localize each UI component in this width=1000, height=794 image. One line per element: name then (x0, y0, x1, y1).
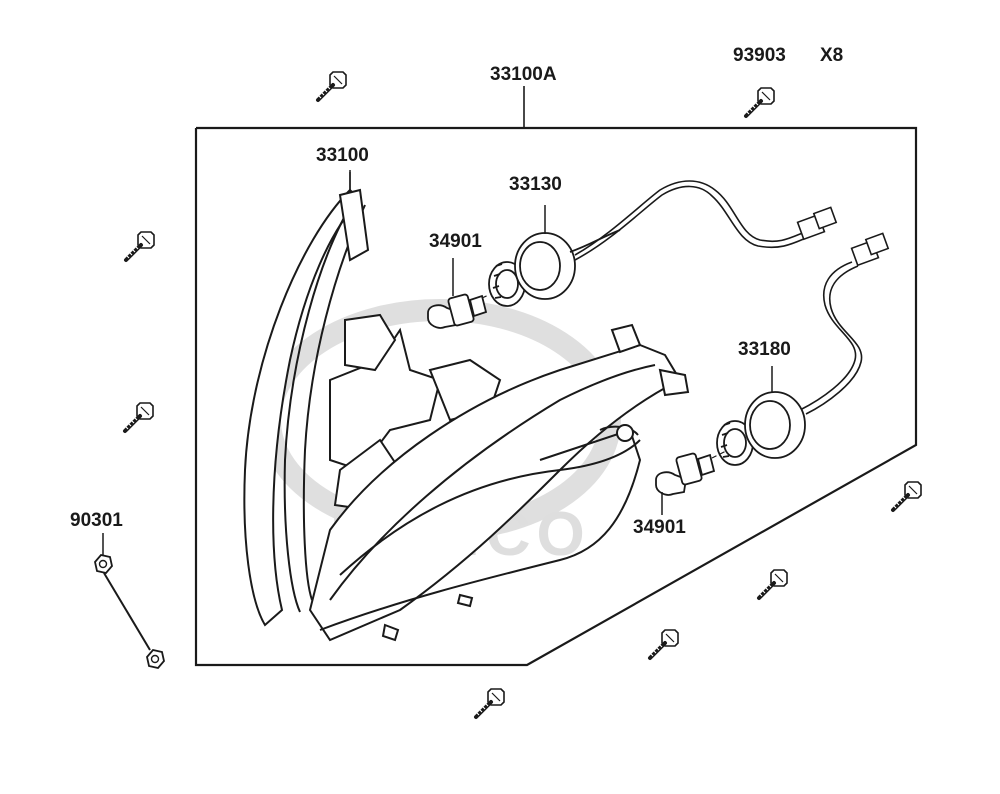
bulb-upper-label: 34901 (429, 231, 482, 252)
screw-icon (123, 401, 155, 433)
screw-icon (891, 480, 923, 512)
nut-label: 90301 (70, 510, 123, 531)
screw-qty-label: X8 (820, 45, 844, 66)
socket-upper-label: 33130 (509, 174, 562, 195)
bulb-icon (427, 293, 488, 329)
screw-part-label: 93903 (733, 45, 786, 66)
bulb-icon (655, 452, 716, 496)
screw-icon (744, 86, 776, 118)
bulb-lower-label: 34901 (633, 517, 686, 538)
wire-harness-icon (574, 180, 838, 261)
bulb-lower-axis (711, 449, 729, 459)
housing-label: 33100 (316, 145, 369, 166)
socket-icon (488, 229, 621, 307)
screw-icon (648, 628, 680, 660)
nut-icon (94, 554, 165, 669)
screw-icon (757, 568, 789, 600)
wire-harness-icon (799, 232, 890, 415)
headlight-housing-icon (243, 172, 690, 642)
screw-icon (474, 687, 506, 719)
socket-icon (716, 391, 806, 466)
assembly-frame (194, 126, 918, 667)
assembly-label: 33100A (490, 64, 557, 85)
screw-icon (316, 70, 348, 102)
screw-icon (124, 230, 156, 262)
socket-lower-label: 33180 (738, 339, 791, 360)
